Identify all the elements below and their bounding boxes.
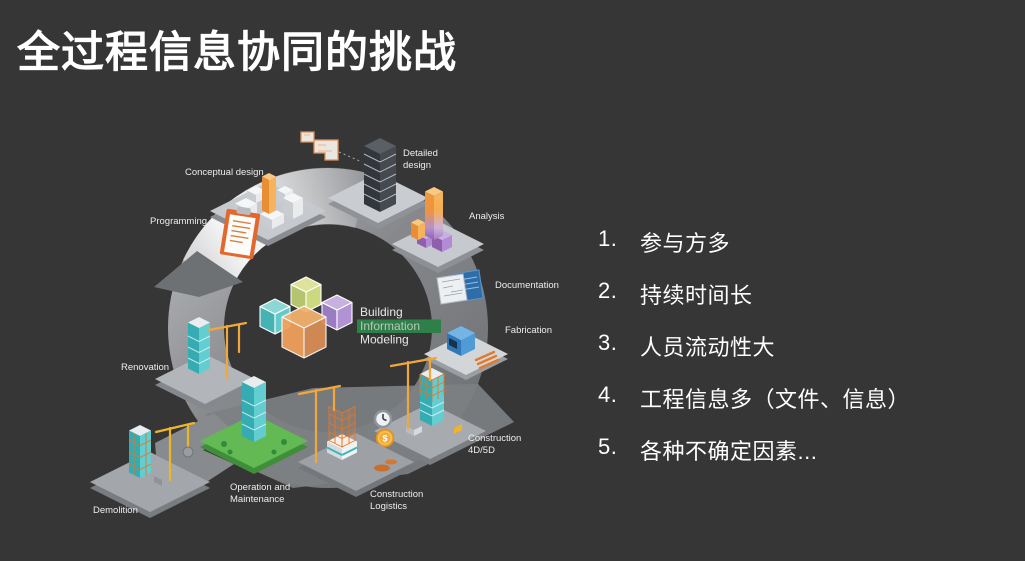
floorplan-icon	[300, 131, 363, 163]
operation-maintenance-icon	[200, 376, 308, 474]
dollar-symbol: $	[382, 434, 387, 444]
ring-arrowhead	[154, 251, 243, 297]
bim-lifecycle-svg: Building Information Modeling	[90, 131, 559, 518]
list-item-text: 持续时间长	[640, 283, 753, 308]
detailed-design-icon	[328, 138, 428, 229]
stage-label-detailed-design-2: design	[403, 160, 431, 171]
documentation-icon	[436, 269, 484, 305]
construction-logistics-icon	[297, 384, 414, 497]
list-item: 4. 工程信息多（文件、信息）	[598, 382, 1018, 434]
stage-label-detailed-design-1: Detailed	[403, 148, 438, 159]
list-item-text: 各种不确定因素...	[640, 439, 818, 464]
stage-label-construction-4d5d-2: 4D/5D	[468, 445, 495, 456]
list-item-text: 人员流动性大	[640, 335, 776, 360]
bim-word-building: Building	[360, 305, 403, 319]
analysis-icon	[392, 187, 484, 273]
stage-label-demolition: Demolition	[93, 505, 138, 516]
list-item-text: 参与方多	[640, 231, 731, 256]
bim-cube-orange	[281, 305, 327, 359]
stage-label-construction-4d5d-1: Construction	[468, 433, 521, 444]
stage-label-documentation: Documentation	[495, 280, 559, 291]
bim-lifecycle-diagram: Building Information Modeling	[78, 126, 578, 556]
list-item-number: 5.	[598, 434, 618, 459]
bim-logo	[259, 276, 353, 359]
money-coin-icon: $	[375, 428, 395, 448]
stage-label-analysis: Analysis	[469, 211, 505, 222]
wrecking-ball	[182, 446, 194, 458]
stage-label-construction-logistics-2: Logistics	[370, 501, 407, 512]
bim-highlight-bar	[357, 319, 441, 333]
stage-label-programming: Programming	[150, 216, 207, 227]
page-title: 全过程信息协同的挑战	[17, 29, 457, 77]
renovation-icon	[155, 317, 255, 410]
stage-label-operation-maintenance-2: Maintenance	[230, 494, 284, 505]
stage-label-operation-maintenance-1: Operation and	[230, 482, 290, 493]
fabrication-icon	[424, 326, 508, 380]
stage-label-fabrication: Fabrication	[505, 325, 552, 336]
list-item-number: 3.	[598, 330, 618, 355]
list-item-number: 1.	[598, 226, 618, 251]
construction-4d5d-icon: $	[373, 356, 486, 465]
stage-label-construction-logistics-1: Construction	[370, 489, 423, 500]
bim-word-information: Information	[360, 319, 420, 333]
demolition-road-arrow	[155, 413, 236, 481]
list-item-number: 4.	[598, 382, 618, 407]
list-item: 3. 人员流动性大	[598, 330, 1018, 382]
list-item: 2. 持续时间长	[598, 278, 1018, 330]
list-item-text: 工程信息多（文件、信息）	[640, 387, 911, 412]
list-item: 5. 各种不确定因素...	[598, 434, 1018, 486]
list-item: 1. 参与方多	[598, 226, 1018, 278]
programming-clipboard-icon	[219, 206, 261, 260]
clock-icon	[373, 409, 393, 429]
stage-label-renovation: Renovation	[121, 362, 169, 373]
challenges-list: 1. 参与方多 2. 持续时间长 3. 人员流动性大 4. 工程信息多（文件、信…	[598, 226, 1018, 486]
bim-word-modeling: Modeling	[360, 333, 409, 347]
bim-cube-yellow	[290, 276, 322, 313]
demolition-icon	[90, 421, 210, 518]
stage-label-conceptual-design: Conceptual design	[185, 167, 264, 178]
list-item-number: 2.	[598, 278, 618, 303]
